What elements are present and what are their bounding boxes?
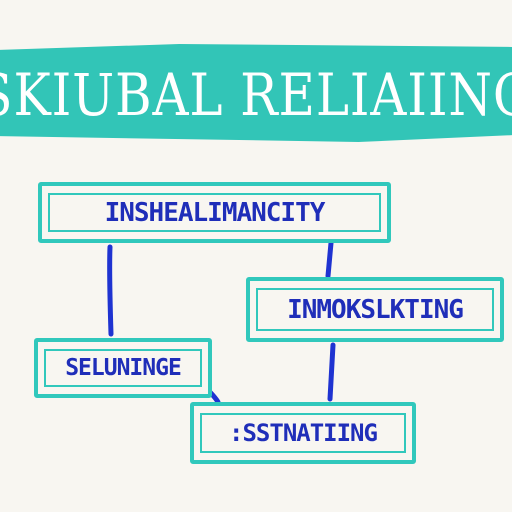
diagram-node-label: :SSTNATIING — [200, 413, 406, 453]
connector-1-3 — [107, 244, 114, 337]
diagram-node: SELUNINGE — [34, 338, 212, 398]
diagram-node-label: INMOKSLKTING — [256, 288, 494, 331]
page-title: SKIUBAL RELIAIING — [0, 61, 512, 129]
title-banner — [0, 44, 512, 142]
diagram-node-label: SELUNINGE — [44, 349, 202, 387]
diagram-node: :SSTNATIING — [190, 402, 416, 464]
connector-2-4 — [327, 342, 336, 402]
diagram-node: INSHEALIMANCITY — [38, 182, 391, 243]
diagram-node-label: INSHEALIMANCITY — [48, 193, 381, 232]
connector-1-2 — [325, 240, 334, 279]
diagram-node: INMOKSLKTING — [246, 277, 504, 342]
